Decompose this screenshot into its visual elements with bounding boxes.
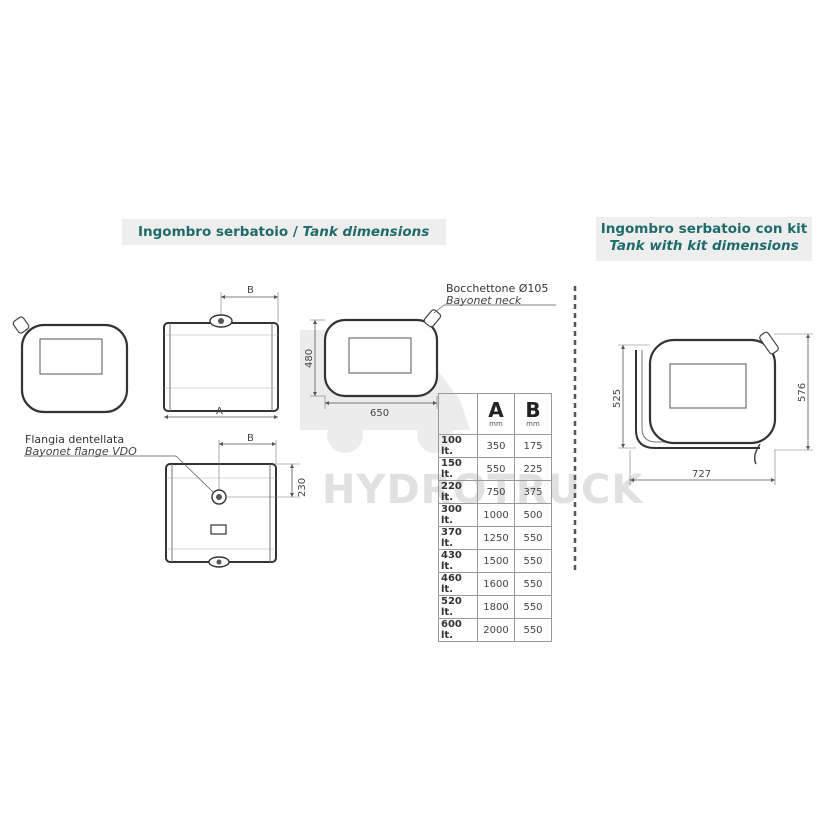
col-a-unit: mm: [489, 420, 503, 428]
col-b-unit: mm: [526, 420, 540, 428]
value-a-cell: 2000: [477, 618, 515, 642]
kit-neck-icon: [759, 331, 779, 355]
col-b-label: B: [525, 398, 541, 422]
flange-label-italian: Flangia dentellata: [25, 433, 124, 446]
header-right-italian: Ingombro serbatoio con kit: [600, 221, 808, 237]
tank-front-view: 480 650: [304, 304, 556, 419]
value-a-cell: 1800: [477, 595, 515, 619]
value-b-cell: 500: [514, 503, 552, 527]
dim-b-top: B: [247, 285, 254, 296]
value-b-cell: 550: [514, 526, 552, 550]
value-b-cell: 550: [514, 595, 552, 619]
kit-dimensions-header: Ingombro serbatoio con kit Tank with kit…: [596, 217, 812, 261]
dim-height-480: 480: [304, 349, 315, 368]
capacity-cell: 600 lt.: [438, 618, 478, 642]
capacity-cell: 100 lt.: [438, 434, 478, 458]
tank-with-kit-view: 525 576 727: [612, 331, 813, 485]
header-left-english: Tank dimensions: [302, 224, 430, 240]
table-header-capacity: [438, 393, 478, 435]
capacity-cell: 520 lt.: [438, 595, 478, 619]
bayonet-neck-icon: [423, 309, 442, 328]
value-b-cell: 550: [514, 618, 552, 642]
value-a-cell: 1000: [477, 503, 515, 527]
dim-width-650: 650: [370, 408, 389, 419]
value-a-cell: 750: [477, 480, 515, 504]
dim-kit-727: 727: [692, 469, 711, 480]
capacity-cell: 460 lt.: [438, 572, 478, 596]
value-b-cell: 550: [514, 549, 552, 573]
col-a-label: A: [488, 398, 504, 422]
dim-kit-525: 525: [612, 389, 623, 408]
value-a-cell: 1600: [477, 572, 515, 596]
value-a-cell: 550: [477, 457, 515, 481]
value-a-cell: 1250: [477, 526, 515, 550]
capacity-cell: 220 lt.: [438, 480, 478, 504]
capacity-cell: 370 lt.: [438, 526, 478, 550]
value-b-cell: 225: [514, 457, 552, 481]
dim-kit-576: 576: [797, 383, 808, 402]
value-b-cell: 175: [514, 434, 552, 458]
neck-label-english: Bayonet neck: [446, 294, 522, 307]
value-a-cell: 1500: [477, 549, 515, 573]
tank-top-view: B A: [163, 285, 279, 419]
dim-a: A: [216, 406, 223, 417]
tank-dimensions-header: Ingombro serbatoio / Tank dimensions: [122, 219, 446, 245]
header-right-english: Tank with kit dimensions: [609, 238, 799, 254]
value-b-cell: 375: [514, 480, 552, 504]
tank-side-view-small: [12, 316, 129, 414]
capacity-cell: 430 lt.: [438, 549, 478, 573]
value-a-cell: 350: [477, 434, 515, 458]
dim-flange-230: 230: [297, 478, 308, 497]
capacity-cell: 300 lt.: [438, 503, 478, 527]
dim-b-bottom: B: [247, 433, 254, 444]
header-left-italian: Ingombro serbatoio /: [138, 224, 303, 240]
tank-bottom-view: B 230: [24, 433, 308, 568]
flange-label-english: Bayonet flange VDO: [25, 445, 137, 458]
neck-label-italian: Bocchettone Ø105: [446, 282, 548, 295]
capacity-cell: 150 lt.: [438, 457, 478, 481]
value-b-cell: 550: [514, 572, 552, 596]
